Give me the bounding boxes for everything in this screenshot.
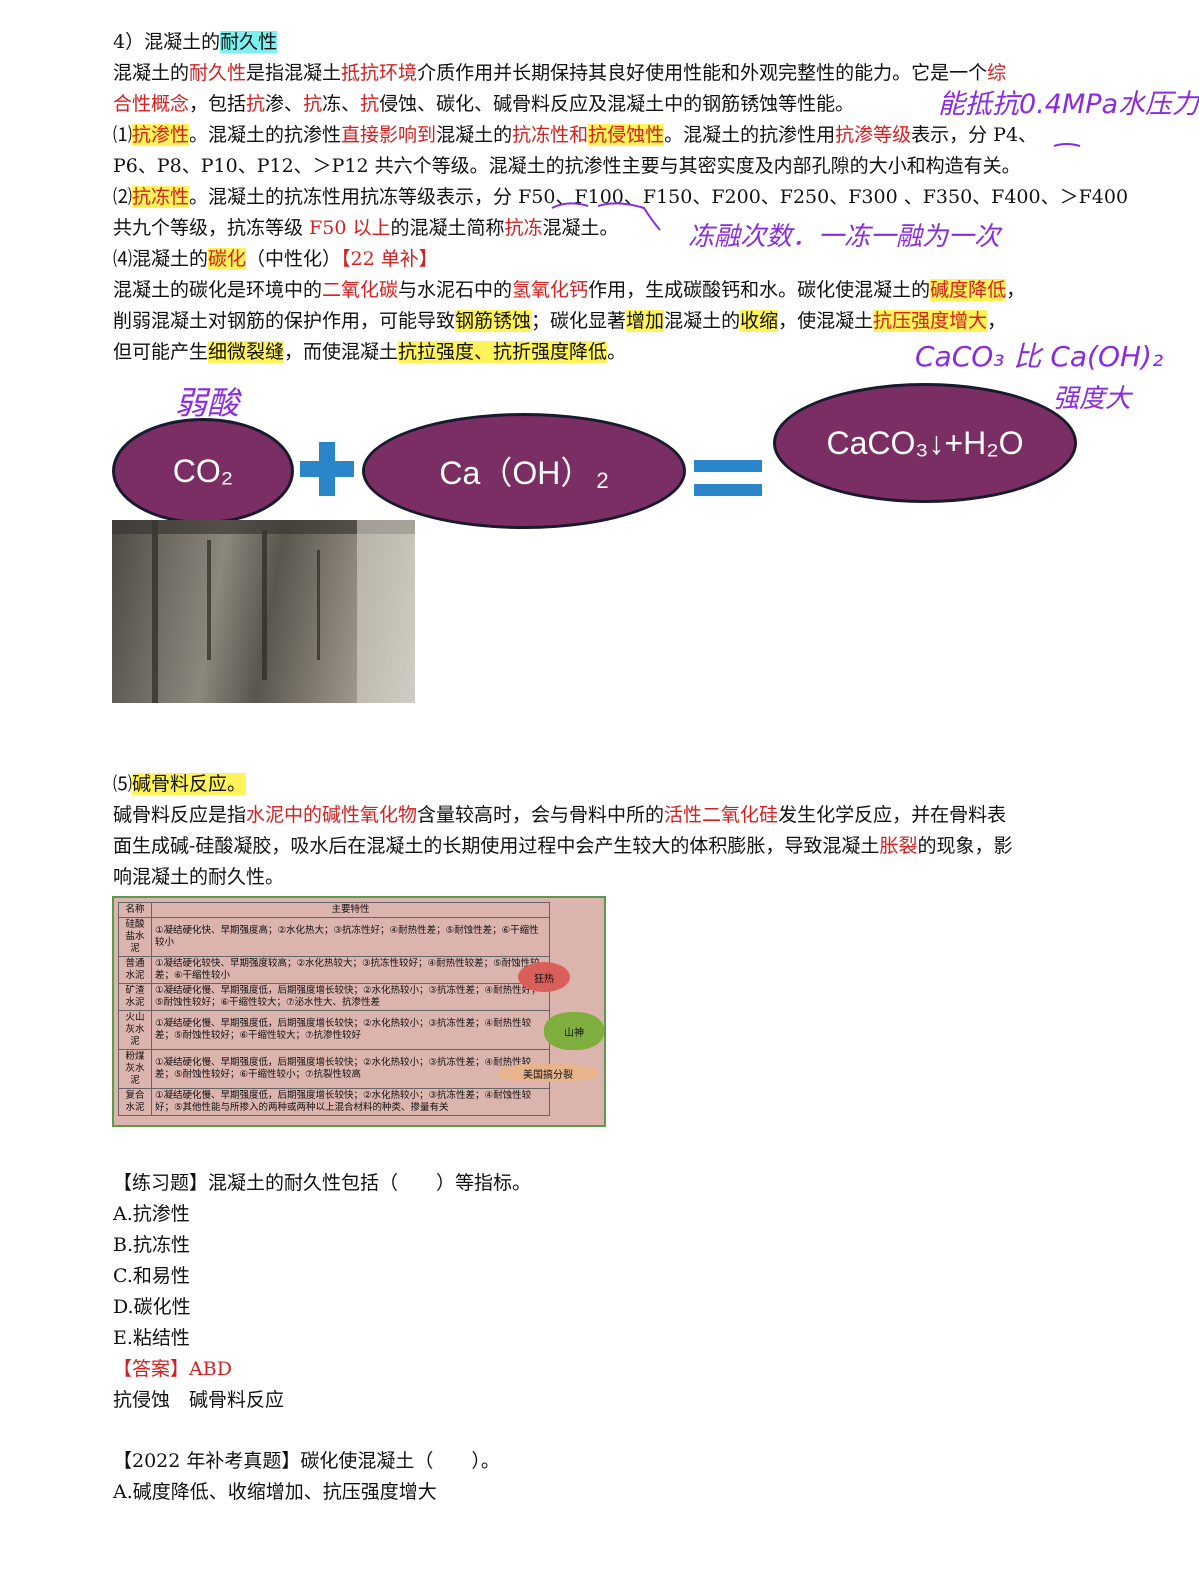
exercise-question: 【练习题】混凝土的耐久性包括（ ）等指标。 (113, 1172, 532, 1194)
impermeability-line2: P6、P8、P10、P12、＞P12 共六个等级。混凝土的抗渗性主要与其密实度及… (113, 155, 1021, 177)
equals-icon (694, 460, 762, 496)
plus-icon (300, 442, 354, 496)
carbonated-concrete-photo (112, 520, 415, 703)
caoh2-ellipse: Ca（OH）2 (362, 413, 686, 529)
handwritten-underline-p4 (1053, 143, 1081, 147)
table-header: 主要特性 (151, 902, 550, 918)
frost-line2: 共九个等级，抗冻等级 F50 以上的混凝土简称抗冻混凝土。 (113, 217, 619, 239)
durability-definition-line2: 合性概念，包括抗渗、抗冻、抗侵蚀、碳化、碱骨料反应及混凝土中的钢筋锈蚀等性能。 (113, 93, 855, 115)
exam-option-a: A.碱度降低、收缩增加、抗压强度增大 (113, 1481, 437, 1503)
impermeability-line1: ⑴抗渗性。混凝土的抗渗性直接影响到混凝土的抗冻性和抗侵蚀性。混凝土的抗渗性用抗渗… (113, 124, 1038, 146)
exercise-option-d: D.碳化性 (113, 1296, 191, 1318)
product-ellipse: CaCO₃↓+H₂O (773, 383, 1077, 503)
durability-definition-line1: 混凝土的耐久性是指混凝土抵抗环境介质作用并长期保持其良好使用性能和外观完整性的能… (113, 62, 1007, 84)
exercise-note: 抗侵蚀 碱骨料反应 (113, 1389, 285, 1411)
co2-ellipse: CO₂ (112, 418, 294, 524)
asr-line3: 响混凝土的耐久性。 (113, 866, 285, 888)
carbonation-line3: 但可能产生细微裂缝，而使混凝土抗拉强度、抗折强度降低。 (113, 341, 627, 363)
handwritten-underline-f50 (551, 202, 661, 231)
exercise-option-e: E.粘结性 (113, 1327, 190, 1349)
exam-question: 【2022 年补考真题】碳化使混凝土（ ）。 (113, 1450, 500, 1472)
tag-meiguo: 美国搞分裂 (498, 1064, 598, 1082)
carbonation-heading: ⑷混凝土的碳化（中性化）【22 单补】 (113, 248, 438, 270)
exercise-answer: 【答案】ABD (113, 1358, 232, 1380)
tag-shanshen: 山神 (544, 1012, 604, 1050)
handwritten-compare: CaCO₃ 比 Ca(OH)₂ (915, 340, 1164, 373)
carbonation-line2: 削弱混凝土对钢筋的保护作用，可能导致钢筋锈蚀；碳化显著增加混凝土的收缩，使混凝土… (113, 310, 1007, 332)
exercise-option-c: C.和易性 (113, 1265, 190, 1287)
asr-line1: 碱骨料反应是指水泥中的碱性氧化物含量较高时，会与骨料中所的活性二氧化硅发生化学反… (113, 804, 1007, 826)
exercise-option-a: A.抗渗性 (113, 1203, 190, 1225)
durability-heading: 4）混凝土的耐久性 (113, 31, 278, 53)
asr-heading: ⑸碱骨料反应。 (113, 773, 247, 795)
handwritten-freeze-thaw: 冻融次数．一冻一融为一次 (688, 222, 1001, 252)
table-header: 名称 (118, 902, 152, 918)
frost-line1: ⑵抗冻性。混凝土的抗冻性用抗冻等级表示，分 F50、F100、F150、F200… (113, 186, 1129, 208)
exercise-option-b: B.抗冻性 (113, 1234, 191, 1256)
carbonation-line1: 混凝土的碳化是环境中的二氧化碳与水泥石中的氢氧化钙作用，生成碳酸钙和水。碳化使混… (113, 279, 1026, 301)
asr-line2: 面生成碱-硅酸凝胶，吸水后在混凝土的长期使用过程中会产生较大的体积膨胀，导致混凝… (113, 835, 1013, 857)
tag-kuangre: 狂热 (518, 962, 570, 992)
handwritten-stronger: 强度大 (1053, 384, 1132, 414)
handwritten-water-pressure: 能抵抗0.4MPa水压力 (938, 89, 1199, 120)
handwritten-weak-acid: 弱酸 (175, 384, 240, 422)
